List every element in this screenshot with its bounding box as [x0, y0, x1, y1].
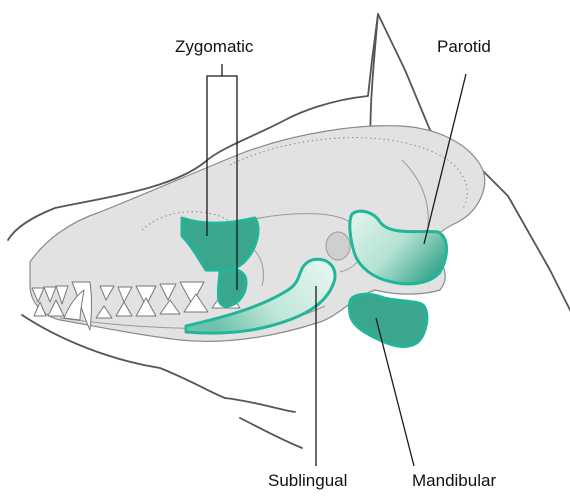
parotid-label: Parotid: [437, 38, 491, 55]
ear-canal: [326, 232, 350, 260]
sublingual-label: Sublingual: [268, 472, 347, 489]
mandibular-label: Mandibular: [412, 472, 496, 489]
mandibular-gland: [349, 294, 426, 346]
neck-outline: [240, 418, 302, 448]
zygomatic-label: Zygomatic: [175, 38, 253, 55]
